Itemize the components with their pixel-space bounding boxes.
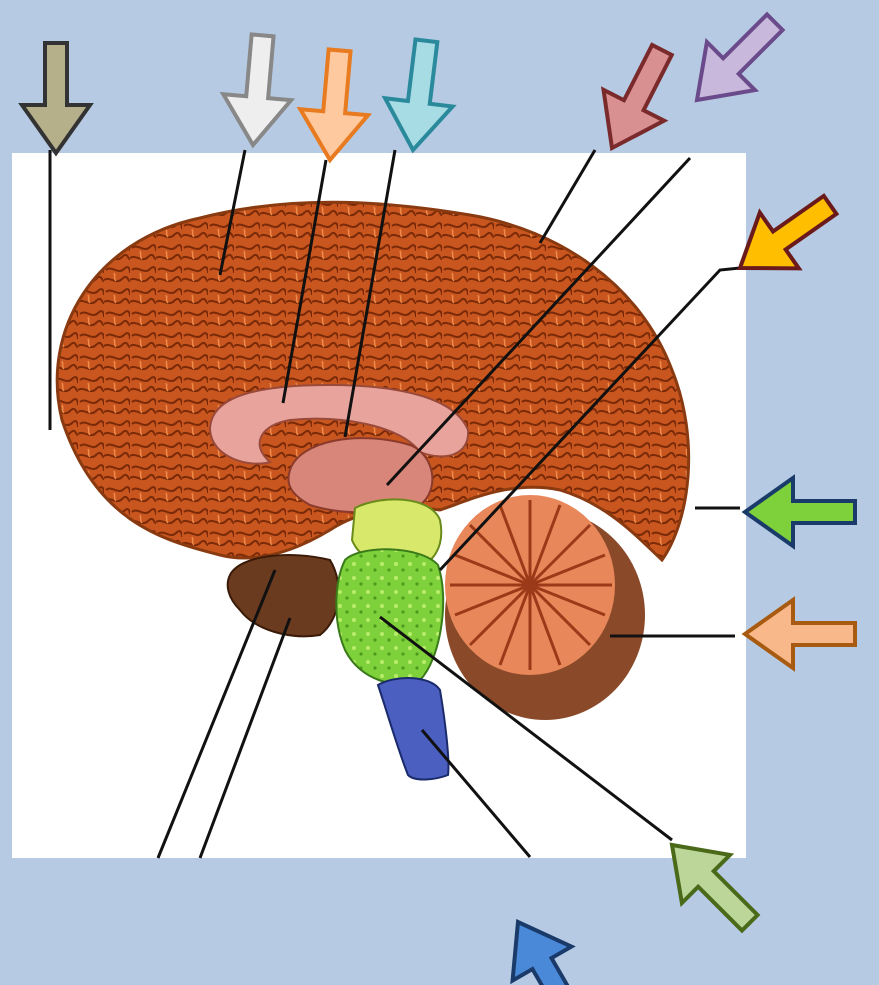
arrow-parietal-lobe-diagonal-arrow-icon	[582, 35, 693, 164]
arrow-cerebral-cortex-down-arrow-icon	[219, 32, 296, 148]
arrow-corpus-callosum-down-arrow-icon	[296, 47, 373, 163]
arrow-cerebellum-left-arrow-icon	[745, 600, 855, 668]
arrow-medulla-up-arrow-icon	[489, 905, 603, 985]
arrow-occipital-lobe-left-arrow-icon	[745, 478, 855, 546]
arrow-thalamus-down-arrow-icon	[379, 37, 460, 154]
arrow-frontal-lobe-down-arrow-icon	[22, 43, 90, 153]
arrow-pineal-diagonal-arrow-icon	[673, 0, 799, 124]
